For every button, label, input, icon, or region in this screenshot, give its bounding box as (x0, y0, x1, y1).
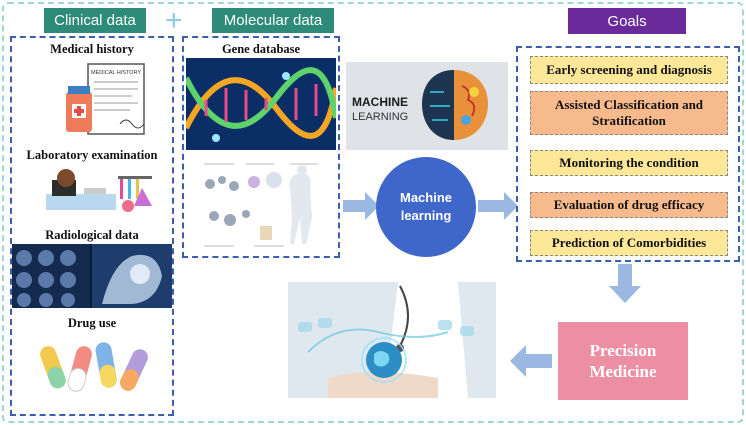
goals-box (516, 46, 740, 262)
laboratory-examination-label: Laboratory examination (26, 148, 158, 162)
clinical-data-tag: Clinical data (44, 8, 146, 33)
plus-sign: + (165, 4, 183, 37)
machine-learning-brain-image: MACHINE LEARNING (346, 62, 508, 150)
goal-item: Monitoring the condition (530, 150, 728, 176)
goal-item: Prediction of Comorbidities (530, 230, 728, 256)
goals-tag-label: Goals (607, 12, 647, 30)
goal-item: Assisted Classification and Stratificati… (530, 91, 728, 135)
dna-helix-image (186, 58, 336, 150)
goals-tag: Goals (568, 8, 686, 34)
radiological-scan-image (12, 244, 172, 308)
radiological-data-label: Radiological data (45, 228, 139, 242)
ml-node-line1: Machine (399, 190, 452, 206)
medical-history-illustration: MEDICAL HISTORY (60, 62, 154, 138)
doctor-digital-health-image (288, 282, 496, 398)
ml-image-line1: MACHINE (352, 95, 408, 109)
molecular-data-tag-label: Molecular data (223, 12, 323, 29)
arrow-to-image (510, 345, 552, 377)
arrow-to-goals (478, 192, 518, 220)
gene-database-label: Gene database (221, 42, 301, 56)
goal-item: Evaluation of drug efficacy (530, 192, 728, 218)
molecular-data-box (182, 36, 340, 258)
clinical-data-box (10, 36, 174, 416)
drug-use-illustration (36, 334, 156, 406)
molecular-data-tag: Molecular data (212, 8, 334, 33)
medical-history-label: Medical history (50, 42, 134, 56)
goal-item: Early screening and diagnosis (530, 56, 728, 84)
ml-node-line2: learning (400, 208, 452, 223)
precision-medicine-box: Precision Medicine (558, 322, 688, 400)
pm-line1: Precision (589, 340, 657, 360)
medical-report-title: MEDICAL HISTORY (91, 70, 141, 76)
laboratory-illustration (44, 166, 156, 214)
pm-line2: Medicine (589, 362, 657, 381)
machine-learning-node: Machine learning (376, 157, 476, 257)
drug-use-label: Drug use (67, 316, 117, 330)
clinical-data-tag-label: Clinical data (54, 12, 136, 29)
arrow-to-ml (343, 192, 379, 220)
arrow-down-to-pm (609, 264, 641, 303)
gene-data-infographic (194, 156, 332, 254)
ml-image-line2: LEARNING (352, 111, 408, 123)
